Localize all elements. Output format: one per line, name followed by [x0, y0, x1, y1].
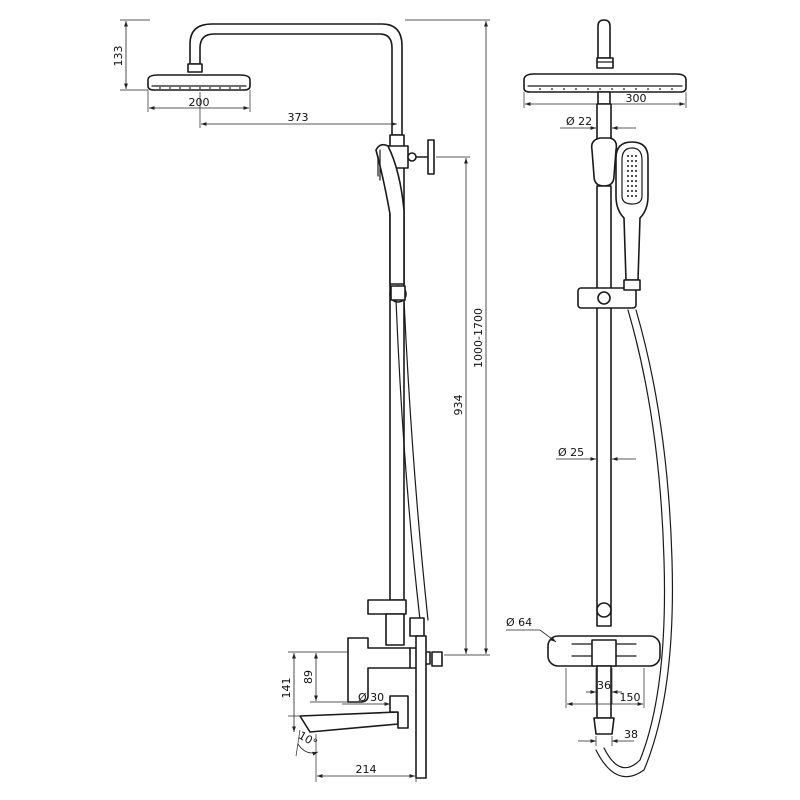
dim-bar-diameter: Ø 25 — [558, 446, 584, 459]
shower-head-side — [147, 63, 251, 91]
dim-head-height: 133 — [112, 46, 125, 67]
hand-shower-front — [615, 141, 649, 291]
dim-spacing: 150 — [620, 691, 641, 704]
front-dimensions: 300 Ø 22 Ø 25 Ø 64 36 150 — [506, 92, 687, 746]
side-view: 133 200 373 1000-1700 934 141 — [112, 19, 490, 782]
shower-head-front — [523, 73, 687, 93]
dim-overall-height: 1000-1700 — [472, 308, 485, 368]
side-dimensions: 133 200 373 1000-1700 934 141 — [112, 19, 490, 782]
dim-head-width: 200 — [189, 96, 210, 109]
riser-bar-front — [577, 91, 637, 627]
front-view: 300 Ø 22 Ø 25 Ø 64 36 150 — [506, 19, 687, 778]
lower-bracket-side — [367, 599, 425, 646]
dim-mixer-height: 141 — [280, 678, 293, 699]
dim-diameter: Ø 30 — [358, 691, 384, 704]
dim-head-diameter: 300 — [626, 92, 647, 105]
spray-nozzles-front — [627, 155, 637, 197]
hose-side — [395, 299, 429, 621]
nozzle-row-side — [159, 87, 241, 89]
dim-arm-reach: 373 — [288, 111, 309, 124]
dim-spout-length: 214 — [356, 763, 377, 776]
dim-handle-diameter: Ø 64 — [506, 616, 532, 629]
nozzle-row-front — [539, 88, 673, 90]
top-pipe-front — [596, 19, 614, 69]
hand-shower-side — [375, 143, 405, 285]
dim-outlet: 38 — [624, 728, 638, 741]
dim-body-height: 89 — [302, 670, 315, 684]
hose-front — [595, 309, 674, 778]
dim-bar-height: 934 — [452, 395, 465, 416]
dim-center: 36 — [597, 679, 611, 692]
mixer-side — [299, 635, 443, 779]
dim-top-pipe: Ø 22 — [566, 115, 592, 128]
